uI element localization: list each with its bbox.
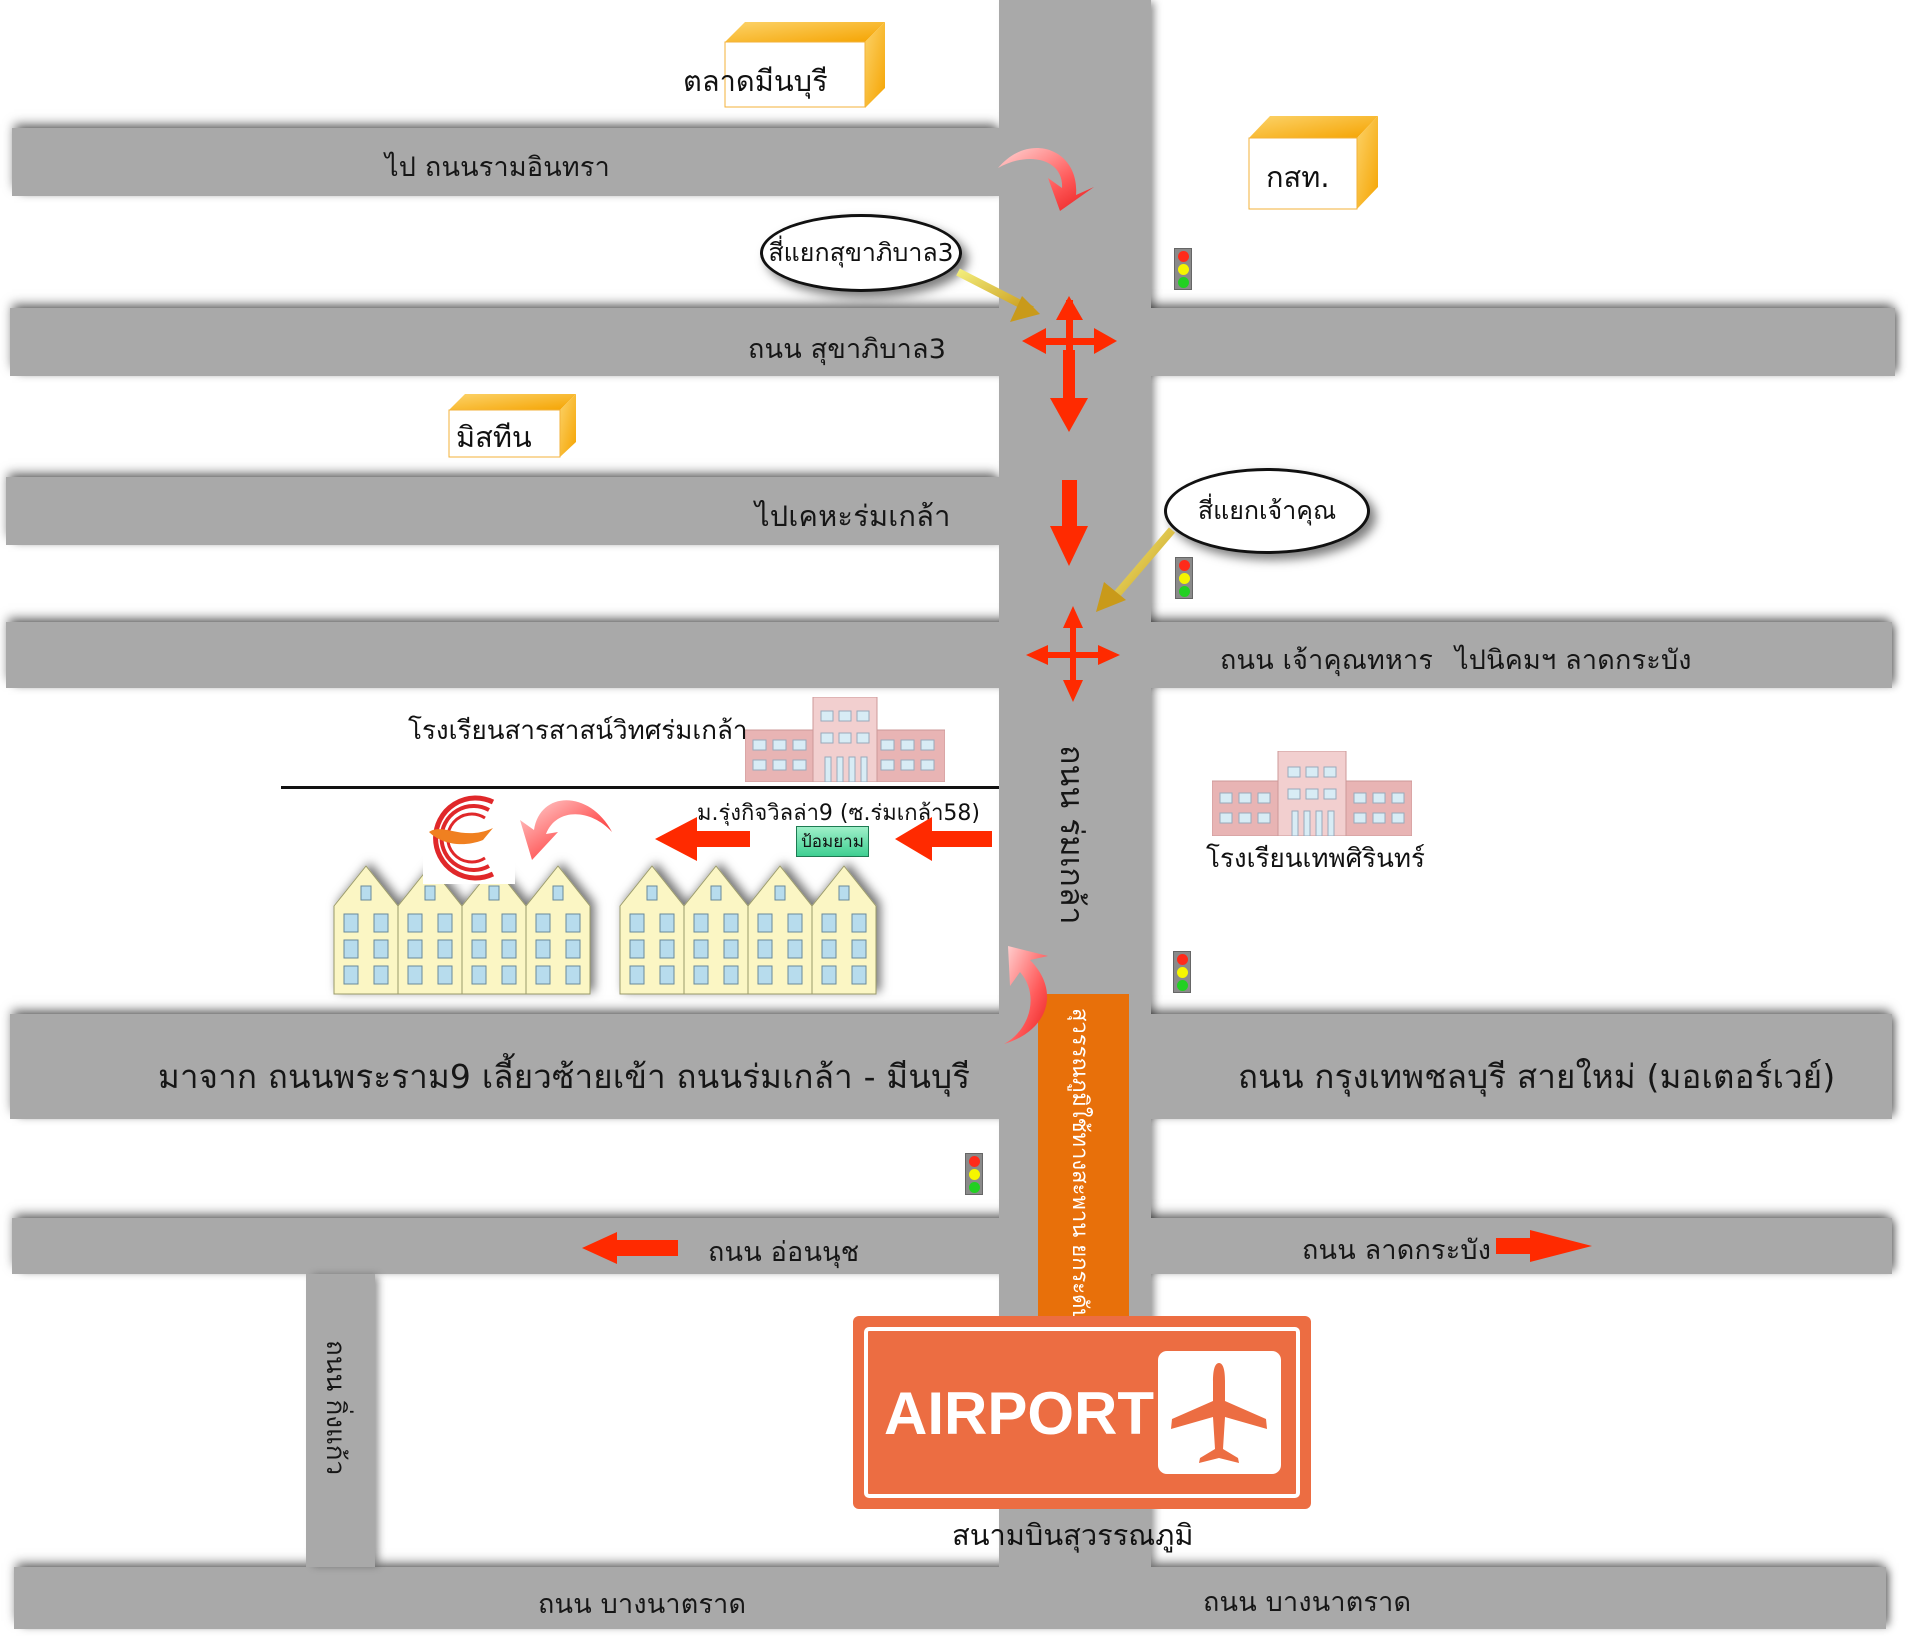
house-row-left — [333, 865, 591, 995]
label-bangna-trat-right: ถนน บางนาตราด — [1203, 1587, 1412, 1618]
road-king-kaeo — [306, 1274, 375, 1567]
airport-name: สนามบินสุวรรณภูมิ — [952, 1518, 1194, 1552]
soi-line — [281, 786, 999, 789]
guard-post-badge: ป้อมยาม — [796, 826, 869, 857]
airport-sign: AIRPORT — [853, 1316, 1311, 1509]
label-mistine: มิสทีน — [456, 420, 532, 454]
road-sukhaphiban3 — [10, 308, 1895, 376]
label-ramintra: ไป ถนนรามอินทรา — [385, 152, 610, 183]
label-chaokhun-thahan: ถนน เจ้าคุณทหาร — [1220, 645, 1434, 676]
cube-icon — [448, 394, 576, 458]
road-on-nut-latkrabang — [12, 1218, 1892, 1274]
label-romklao: ถนน ร่มเกล้า — [1053, 745, 1091, 925]
airport-sign-border — [864, 1327, 1300, 1498]
road-ramintra — [12, 128, 999, 196]
turn-arrow-icon — [520, 800, 612, 860]
road-chaokhun-thahan — [6, 622, 1892, 688]
landmark-mistine — [448, 394, 578, 458]
village-logo — [423, 792, 515, 884]
traffic-light-icon — [1175, 557, 1193, 599]
house-row-right — [619, 865, 877, 995]
label-school-sarasas: โรงเรียนสารสาสน์วิทศร่มเกล้า — [408, 716, 748, 746]
road-kheha-romklao — [6, 477, 999, 545]
label-school-thepsirin: โรงเรียนเทพศิรินทร์ — [1206, 844, 1425, 874]
landmark-kasat — [1248, 116, 1380, 210]
label-kasat: กสท. — [1266, 160, 1330, 194]
traffic-light-icon — [965, 1153, 983, 1195]
school-thepsirin-icon — [1211, 750, 1413, 837]
label-motorway: ถนน กรุงเทพชลบุรี สายใหม่ (มอเตอร์เวย์) — [1238, 1057, 1836, 1096]
callout-sukhaphiban3-intersection: สี่แยกสุขาภิบาล3 — [760, 214, 962, 292]
label-rama9-turn: มาจาก ถนนพระราม9 เลี้ยวซ้ายเข้า ถนนร่มเก… — [158, 1057, 971, 1096]
label-bangna-trat-left: ถนน บางนาตราด — [538, 1589, 747, 1620]
airplane-icon — [1171, 1363, 1267, 1463]
label-minburi-market: ตลาดมีนบุรี — [683, 64, 828, 98]
airport-plane-box — [1158, 1351, 1281, 1474]
traffic-light-icon — [1173, 951, 1191, 993]
label-kheha-romklao: ไปเคหะร่มเกล้า — [755, 499, 951, 533]
callout-chaokhun-intersection: สี่แยกเจ้าคุณ — [1164, 468, 1370, 554]
label-village: ม.รุ่งกิจวิลล่า9 (ซ.ร่มเกล้า58) — [697, 801, 981, 826]
school-sarasas-icon — [744, 696, 946, 783]
village-logo-icon — [429, 795, 495, 881]
label-king-kaeo: ถนน กิ่งแก้ว — [320, 1340, 350, 1476]
airport-sign-text: AIRPORT — [884, 1380, 1154, 1447]
label-on-nut: ถนน อ่อนนุช — [708, 1237, 860, 1268]
elevated-bridge — [1038, 994, 1129, 1316]
cube-icon — [724, 22, 885, 108]
road-bangna-trat — [14, 1567, 1886, 1629]
label-lat-krabang: ถนน ลาดกระบัง — [1302, 1235, 1492, 1266]
label-bridge: สุวรรณภูมิใช้ทางสะพาน ยกระดับ — [1067, 1008, 1092, 1323]
cube-icon — [1248, 116, 1378, 210]
landmark-minburi-market — [723, 22, 888, 108]
label-to-nikhom-latkrabang: ไปนิคมฯ ลาดกระบัง — [1455, 645, 1692, 676]
traffic-light-icon — [1174, 248, 1192, 290]
label-sukhaphiban3: ถนน สุขาภิบาล3 — [748, 334, 947, 365]
road-motorway — [10, 1014, 1892, 1119]
